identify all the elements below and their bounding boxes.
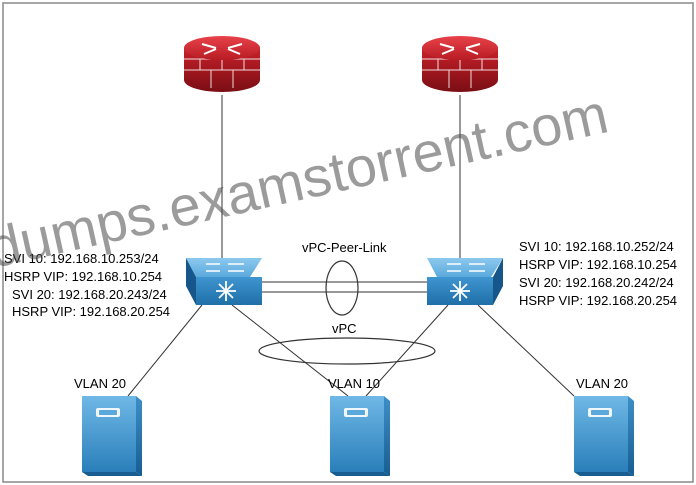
- right-switch-info: SVI 10: 192.168.10.252/24 HSRP VIP: 192.…: [519, 239, 677, 308]
- link-left-switch-center-server: [231, 304, 349, 397]
- left-switch-info: SVI 10: 192.168.10.253/24 HSRP VIP: 192.…: [4, 251, 170, 319]
- server-icon: [574, 396, 634, 476]
- server-left-vlan-label: VLAN 20: [74, 376, 126, 391]
- nexus-switch-icon: [427, 258, 503, 305]
- link-right-switch-right-server: [477, 304, 575, 397]
- link-right-switch-center-server: [365, 304, 449, 397]
- link-left-switch-left-server: [127, 304, 203, 397]
- server-icon: [330, 396, 390, 476]
- server-right-vlan-label: VLAN 20: [576, 376, 628, 391]
- server-center-vlan-label: VLAN 10: [328, 376, 380, 391]
- peer-link-label: vPC-Peer-Link: [302, 240, 387, 255]
- right-svi-20: SVI 20: 192.168.20.242/24: [519, 275, 674, 290]
- left-svi-20: SVI 20: 192.168.20.243/24: [12, 287, 167, 302]
- left-svi-10: SVI 10: 192.168.10.253/24: [4, 251, 159, 266]
- left-hsrp-vip-20: HSRP VIP: 192.168.20.254: [12, 304, 170, 319]
- server-icon: [82, 396, 142, 476]
- right-svi-10: SVI 10: 192.168.10.252/24: [519, 239, 674, 254]
- left-hsrp-vip-10: HSRP VIP: 192.168.10.254: [4, 269, 162, 284]
- vpc-ellipse: [258, 337, 436, 365]
- firewall-router-icon: [422, 36, 498, 92]
- firewall-router-icon: [184, 36, 260, 92]
- nexus-switch-icon: [186, 258, 262, 305]
- connections: [127, 95, 575, 397]
- peer-link-ellipse: [325, 260, 359, 316]
- right-hsrp-vip-10: HSRP VIP: 192.168.10.254: [519, 257, 677, 272]
- vpc-label: vPC: [332, 321, 357, 336]
- right-hsrp-vip-20: HSRP VIP: 192.168.20.254: [519, 293, 677, 308]
